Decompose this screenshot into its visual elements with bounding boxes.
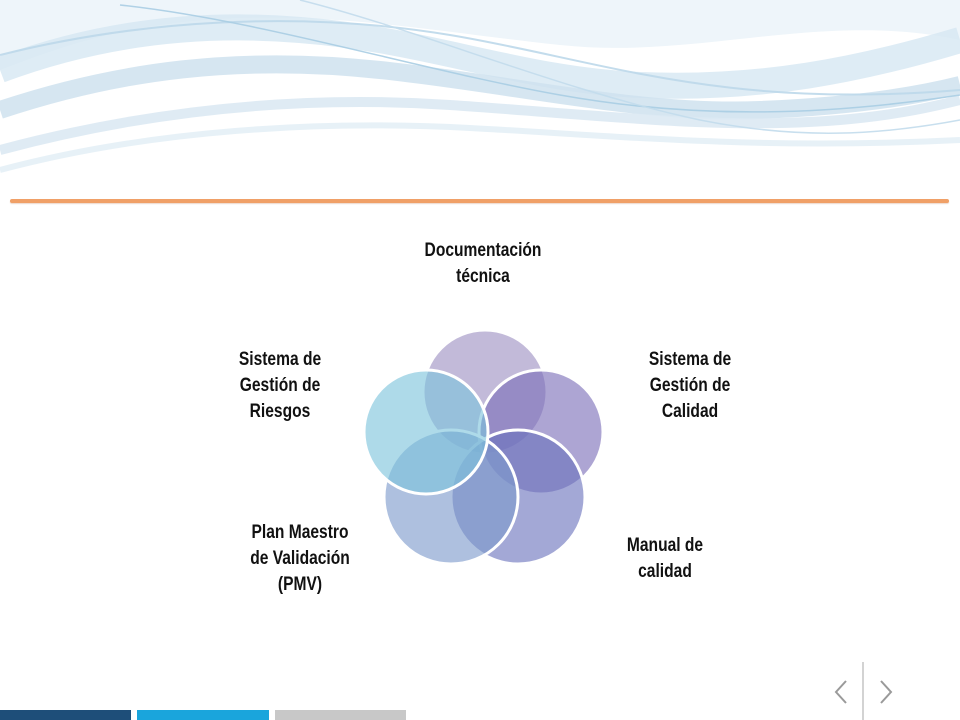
header-divider bbox=[10, 199, 949, 203]
footer-bar-cyan bbox=[137, 710, 269, 720]
nav-divider bbox=[862, 662, 864, 720]
label-sistema-gestion-calidad: Sistema de Gestión de Calidad bbox=[648, 349, 732, 422]
next-slide-button[interactable] bbox=[868, 675, 902, 709]
header-waves bbox=[0, 0, 960, 173]
chevron-left-icon bbox=[834, 680, 847, 704]
label-sistema-gestion-riesgos: Sistema de Gestión de Riesgos bbox=[238, 349, 322, 422]
circle-sistema-riesgos bbox=[362, 368, 490, 496]
label-plan-maestro-validacion: Plan Maestro de Validación (PMV) bbox=[250, 522, 350, 595]
footer-bar-gray bbox=[275, 710, 406, 720]
footer-bar-dark-blue bbox=[0, 710, 131, 720]
previous-slide-button[interactable] bbox=[825, 675, 859, 709]
label-manual-calidad: Manual de calidad bbox=[626, 535, 704, 582]
chevron-right-icon bbox=[880, 680, 893, 704]
label-documentacion-tecnica: Documentación técnica bbox=[424, 240, 542, 287]
cycle-diagram bbox=[362, 328, 605, 566]
